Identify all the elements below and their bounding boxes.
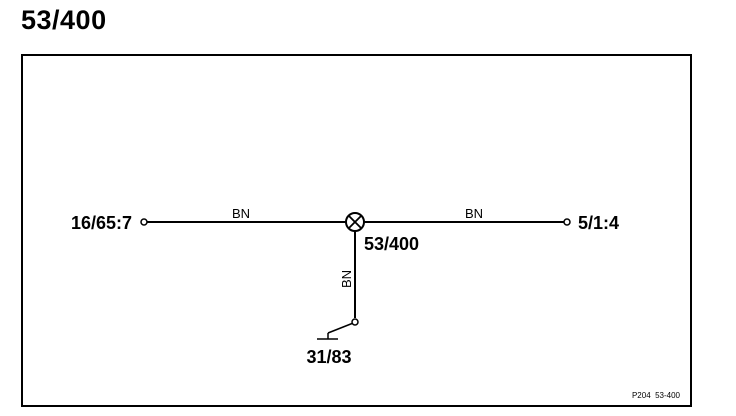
wire-down-color-label: BN (339, 270, 354, 288)
wire-right-color-label: BN (465, 206, 483, 221)
terminal-ground-label: 31/83 (306, 347, 351, 367)
terminal-left-icon (140, 218, 148, 226)
terminal-right-icon (563, 218, 571, 226)
terminal-right-label: 5/1:4 (578, 213, 619, 233)
page-title: 53/400 (21, 5, 107, 35)
lamp-crossed-circle-icon (345, 212, 365, 232)
diagram-frame (21, 54, 692, 407)
terminal-left-label: 16/65:7 (71, 213, 132, 233)
wire-left-color-label: BN (232, 206, 250, 221)
ground-switch-icon (317, 318, 359, 340)
component-label: 53/400 (364, 234, 419, 254)
reference-label: P204 53-400 (632, 391, 681, 400)
